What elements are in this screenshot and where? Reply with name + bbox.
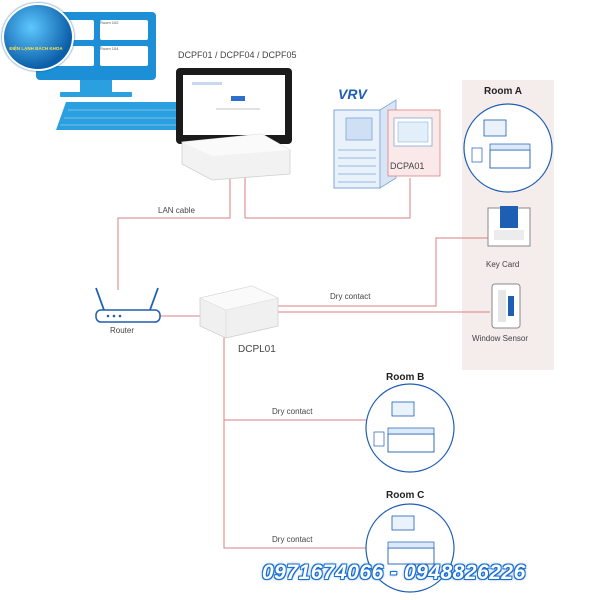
logo-text: ĐIỆN LẠNH BÁCH KHOA [9,46,63,51]
dcpl01-box-icon [199,285,279,339]
touch-panel-label: DCPF01 / DCPF04 / DCPF05 [178,50,297,60]
touch-panel-icon [176,68,292,144]
dcpa01-label: DCPA01 [390,161,425,171]
key-card-label: Key Card [486,260,520,269]
vrv-outdoor-unit-icon [333,99,397,189]
dcpl-down-line [223,336,368,549]
room-b-illustration [365,383,455,473]
window-sensor-icon [491,283,521,329]
lan-cable-label: LAN cable [158,206,195,215]
panel-to-controller-line [244,175,411,219]
router-icon [95,287,161,323]
dry-contact-keycard-line [276,237,488,307]
room-a-illustration [463,103,553,193]
router-label: Router [110,326,135,335]
room-a-title: Room A [484,86,522,97]
vrv-label: VRV [338,86,367,102]
dry-contact-label-a: Dry contact [330,292,371,301]
monitor-tile-2: Room 102 [100,20,148,40]
dcpl01-label: DCPL01 [238,344,276,355]
monitor-tile-4: Room 104 [100,46,148,66]
dry-contact-label-b: Dry contact [272,407,313,416]
company-logo [2,3,74,71]
phone-watermark: 0971674066 - 0948826226 [262,561,526,584]
dry-contact-label-c: Dry contact [272,535,313,544]
window-sensor-label: Window Sensor [472,334,529,343]
key-card-icon [487,206,531,247]
room-b-title: Room B [386,372,425,383]
monitor-tile-label: Room 102 [100,20,119,25]
lan-cable-line [117,175,231,290]
dcpa01-controller-icon [387,109,441,177]
monitor-tile-label: Room 104 [100,46,119,51]
room-c-illustration [365,503,455,593]
room-c-title: Room C [386,490,425,501]
gateway-box-icon [181,133,291,181]
